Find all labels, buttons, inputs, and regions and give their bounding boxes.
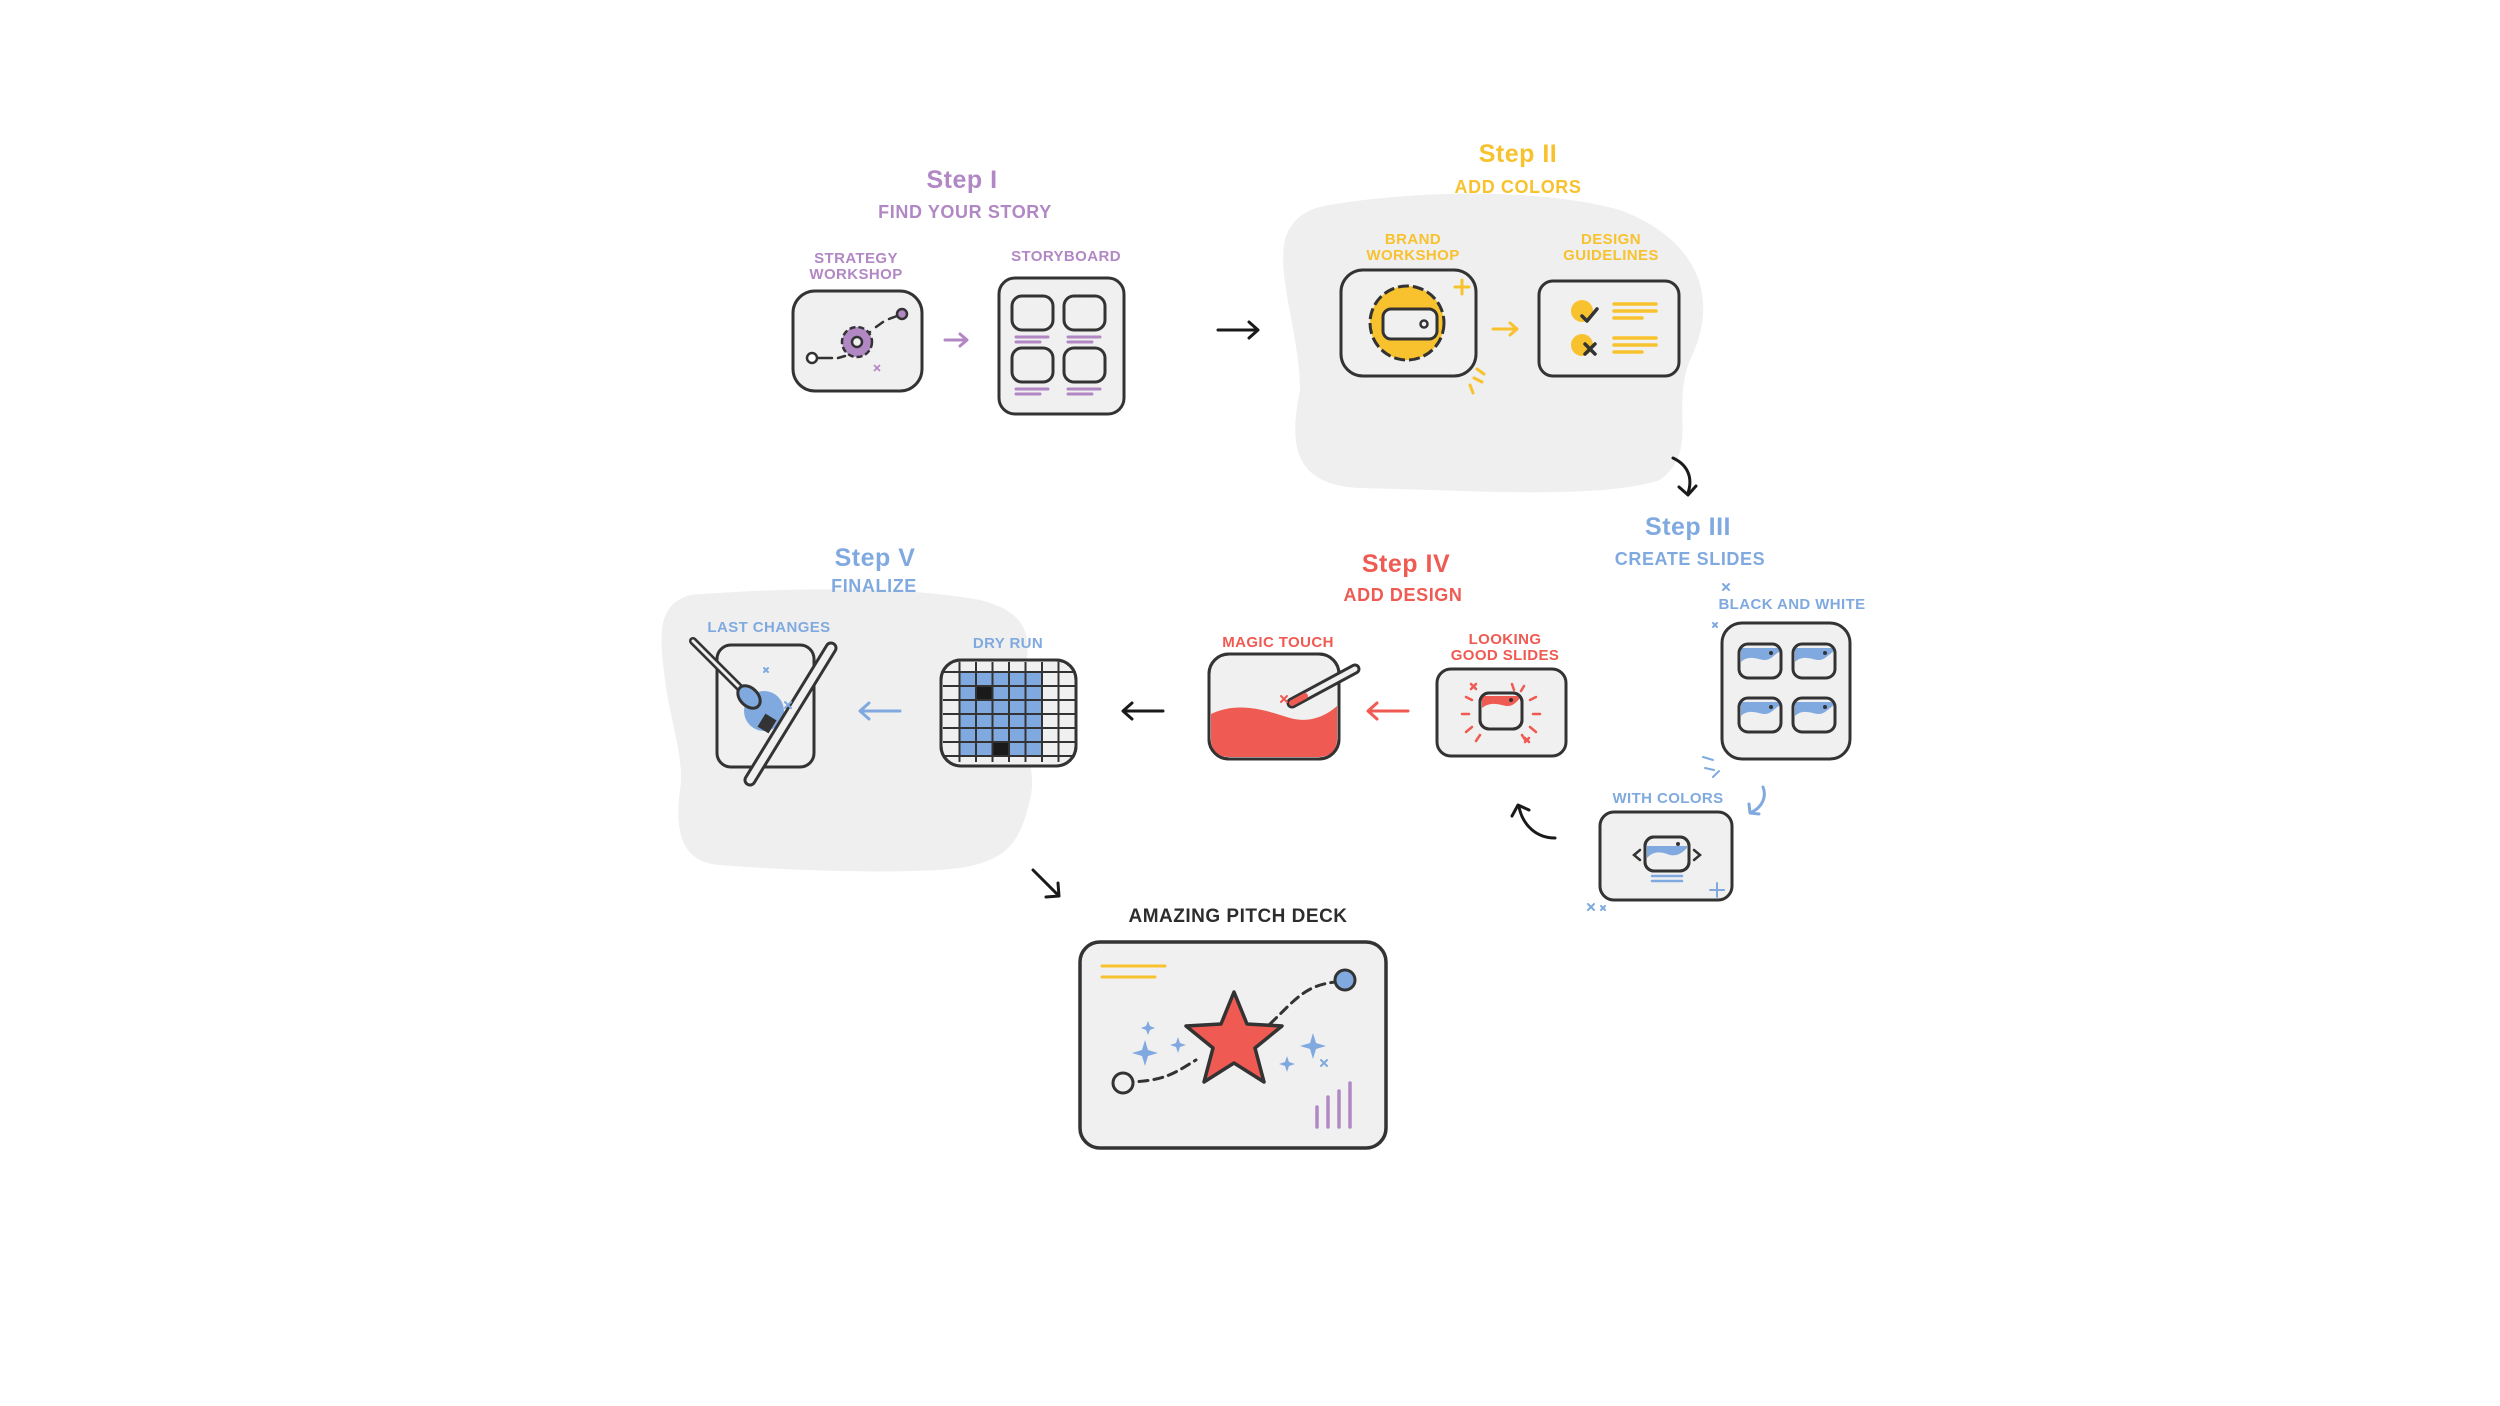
arrow-slides-to-magic: [1366, 701, 1410, 721]
gear-path-icon: [805, 307, 909, 372]
brand-workshop-card: [1339, 268, 1486, 395]
dry-run-card: [939, 658, 1078, 768]
arrow-brand-to-guidelines: [1491, 321, 1519, 337]
image-slide-icon: [1632, 835, 1702, 883]
with-colors-label: WITH COLORS: [1612, 790, 1724, 807]
strategy-workshop-label: STRATEGY WORKSHOP: [809, 250, 903, 283]
looking-good-slides-label: LOOKING GOOD SLIDES: [1450, 631, 1560, 664]
looking-good-slides-card: [1435, 667, 1568, 758]
strategy-workshop-card: [791, 289, 924, 393]
step1-subtitle: FIND YOUR STORY: [878, 202, 1052, 222]
magic-touch-card: [1207, 652, 1361, 761]
brand-workshop-label: BRAND WORKSHOP: [1366, 231, 1460, 264]
arrow-step2-to-step3: [1671, 456, 1698, 497]
image-grid-icon: [1737, 642, 1837, 734]
storyboard-grid-icon: [1010, 294, 1107, 396]
step3-subtitle: CREATE SLIDES: [1614, 549, 1766, 569]
arrow-dryrun-to-lastchanges: [858, 701, 902, 721]
arrow-bw-to-colors: [1747, 785, 1766, 816]
final-pitch-deck-label: AMAZING PITCH DECK: [1128, 906, 1348, 927]
arrow-step5-to-final: [1031, 868, 1061, 899]
arrow-strategy-to-storyboard: [943, 332, 969, 348]
step3-title: Step III: [1645, 513, 1731, 541]
storyboard-label: STORYBOARD: [1011, 248, 1121, 265]
last-changes-label: LAST CHANGES: [707, 619, 831, 636]
magic-touch-label: MAGIC TOUCH: [1222, 634, 1334, 651]
black-and-white-card: [1702, 583, 1852, 778]
brush-pen-icon: [689, 637, 838, 787]
star-icon: [1184, 990, 1284, 1084]
final-pitch-deck-card: [1078, 940, 1388, 1150]
dry-run-label: DRY RUN: [972, 635, 1044, 652]
step1-title: Step I: [926, 166, 998, 194]
calendar-grid-icon: [939, 658, 1078, 768]
step5-title: Step V: [834, 544, 916, 572]
step4-subtitle: ADD DESIGN: [1343, 585, 1463, 605]
step2-blob: [1283, 193, 1704, 493]
step2-title: Step II: [1478, 140, 1558, 168]
design-guidelines-label: DESIGN GUIDELINES: [1563, 231, 1659, 264]
black-and-white-label: BLACK AND WHITE: [1718, 596, 1866, 613]
arrow-step4-to-step5: [1121, 701, 1165, 721]
arrow-step3-to-step4: [1510, 803, 1557, 840]
step2-subtitle: ADD COLORS: [1454, 177, 1582, 197]
sparkle-image-icon: [1460, 682, 1542, 744]
bar-chart-icon: [1315, 1081, 1352, 1129]
last-changes-card: [689, 637, 838, 787]
gear-tag-icon: [1368, 284, 1446, 362]
step4-title: Step IV: [1361, 550, 1451, 578]
checklist-icon: [1571, 300, 1658, 356]
arrow-step1-to-step2: [1216, 320, 1260, 340]
step5-subtitle: FINALIZE: [831, 576, 917, 596]
with-colors-card: [1587, 810, 1734, 911]
storyboard-card: [997, 276, 1126, 416]
magic-wand-icon: [1280, 663, 1361, 709]
design-guidelines-card: [1537, 279, 1681, 378]
